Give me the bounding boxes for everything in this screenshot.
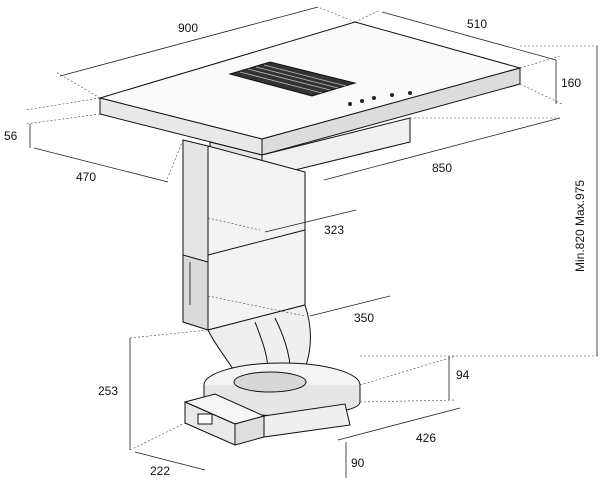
dim-label-222: 222	[150, 464, 170, 478]
dim-label-160: 160	[561, 76, 581, 90]
dim-label-253: 253	[98, 384, 118, 398]
control-panel	[348, 91, 412, 106]
dim-label-510: 510	[467, 17, 487, 31]
vent-grille	[228, 61, 357, 97]
dim-label-470: 470	[76, 170, 96, 184]
dim-label-900: 900	[178, 21, 198, 35]
dim-label-94: 94	[456, 368, 470, 382]
dim-label-426: 426	[416, 431, 436, 445]
dimension-labels: 900 510 160 56 470 850 323 350 Min.820 M…	[4, 17, 587, 478]
cooktop	[98, 21, 522, 156]
dim-label-90: 90	[351, 456, 365, 470]
dim-label-323: 323	[324, 223, 344, 237]
dim-label-350: 350	[354, 311, 374, 325]
dimension-lines	[25, 6, 600, 478]
vertical-duct	[182, 139, 306, 331]
dim-label-850: 850	[432, 161, 452, 175]
dim-label-56: 56	[4, 129, 18, 143]
outlet-box	[183, 393, 351, 446]
dim-label-range: Min.820 Max.975	[573, 180, 587, 272]
